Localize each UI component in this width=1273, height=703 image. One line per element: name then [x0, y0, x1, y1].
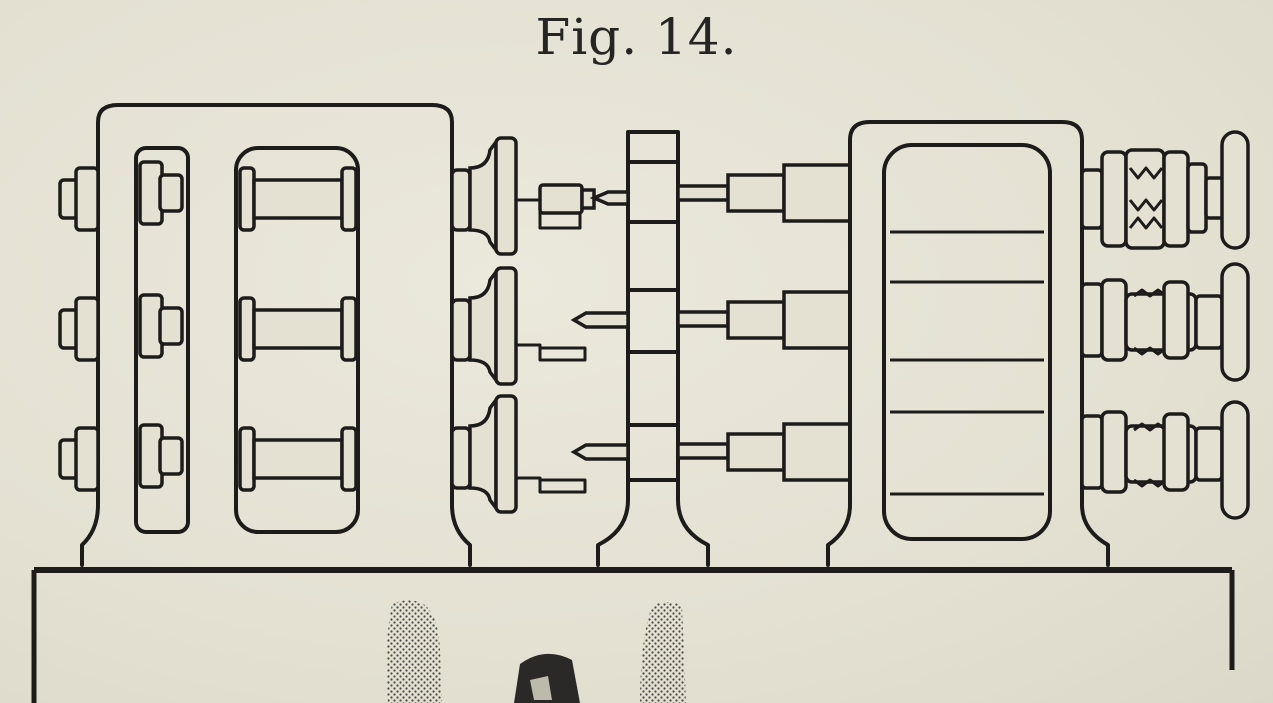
- machine-bed: [31, 567, 1235, 703]
- left-faceplates: [450, 136, 596, 514]
- left-headstock-frame: [80, 103, 472, 567]
- figure-title: Fig. 14.: [535, 8, 738, 66]
- left-outer-knobs: [58, 166, 100, 492]
- drill-spindles: [570, 184, 730, 461]
- left-window-spools: [238, 166, 358, 492]
- right-spindle-sleeves: [726, 163, 852, 482]
- right-frame: [826, 120, 1110, 567]
- left-slot-bearings: [138, 160, 184, 489]
- bed-legs: [386, 600, 686, 703]
- center-standard: [596, 130, 710, 567]
- right-gear-trains: [1080, 130, 1250, 520]
